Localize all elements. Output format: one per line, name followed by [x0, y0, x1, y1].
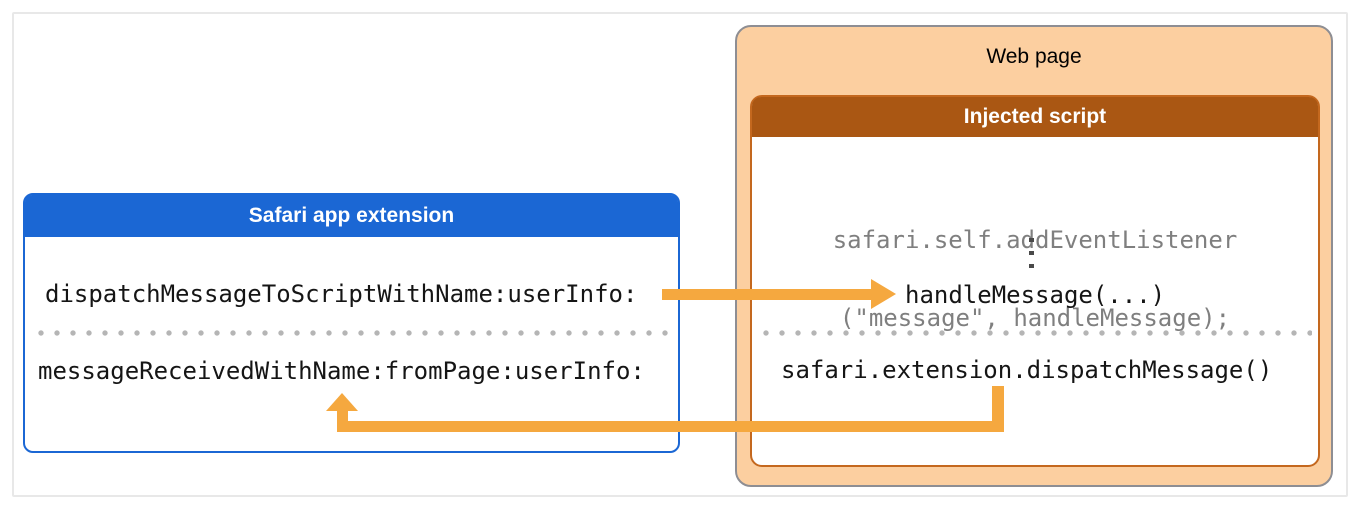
arrow-extension-to-script-shaft — [662, 289, 872, 300]
add-event-listener-code: safari.self.addEventListener ("message",… — [752, 175, 1318, 383]
injected-script-title: Injected script — [963, 105, 1107, 128]
arrow-script-to-extension-shaft — [337, 421, 1004, 432]
left-dotted-divider — [38, 330, 668, 336]
vertical-ellipsis-icon — [1029, 238, 1034, 268]
dispatch-message-code: safari.extension.dispatchMessage() — [781, 356, 1273, 384]
right-dotted-divider — [763, 330, 1312, 336]
arrow-right-icon — [871, 279, 896, 309]
dispatch-message-method: dispatchMessageToScriptWithName:userInfo… — [45, 280, 638, 308]
add-event-listener-line1: safari.self.addEventListener — [832, 226, 1238, 254]
arrow-script-to-extension-downleg — [992, 386, 1004, 427]
web-page-title: Web page — [986, 45, 1082, 68]
message-received-method: messageReceivedWithName:fromPage:userInf… — [38, 357, 645, 385]
injected-script-box: Injected script — [750, 95, 1320, 467]
arrow-up-icon — [326, 393, 358, 411]
safari-app-extension-box: Safari app extension — [23, 193, 680, 453]
safari-app-extension-header: Safari app extension — [25, 195, 678, 237]
handle-message-code: handleMessage(...) — [905, 281, 1166, 309]
safari-app-extension-title: Safari app extension — [248, 204, 455, 227]
injected-script-header: Injected script — [752, 97, 1318, 137]
add-event-listener-line2: ("message", handleMessage); — [839, 304, 1231, 332]
arrow-script-to-extension-upleg — [337, 410, 348, 424]
